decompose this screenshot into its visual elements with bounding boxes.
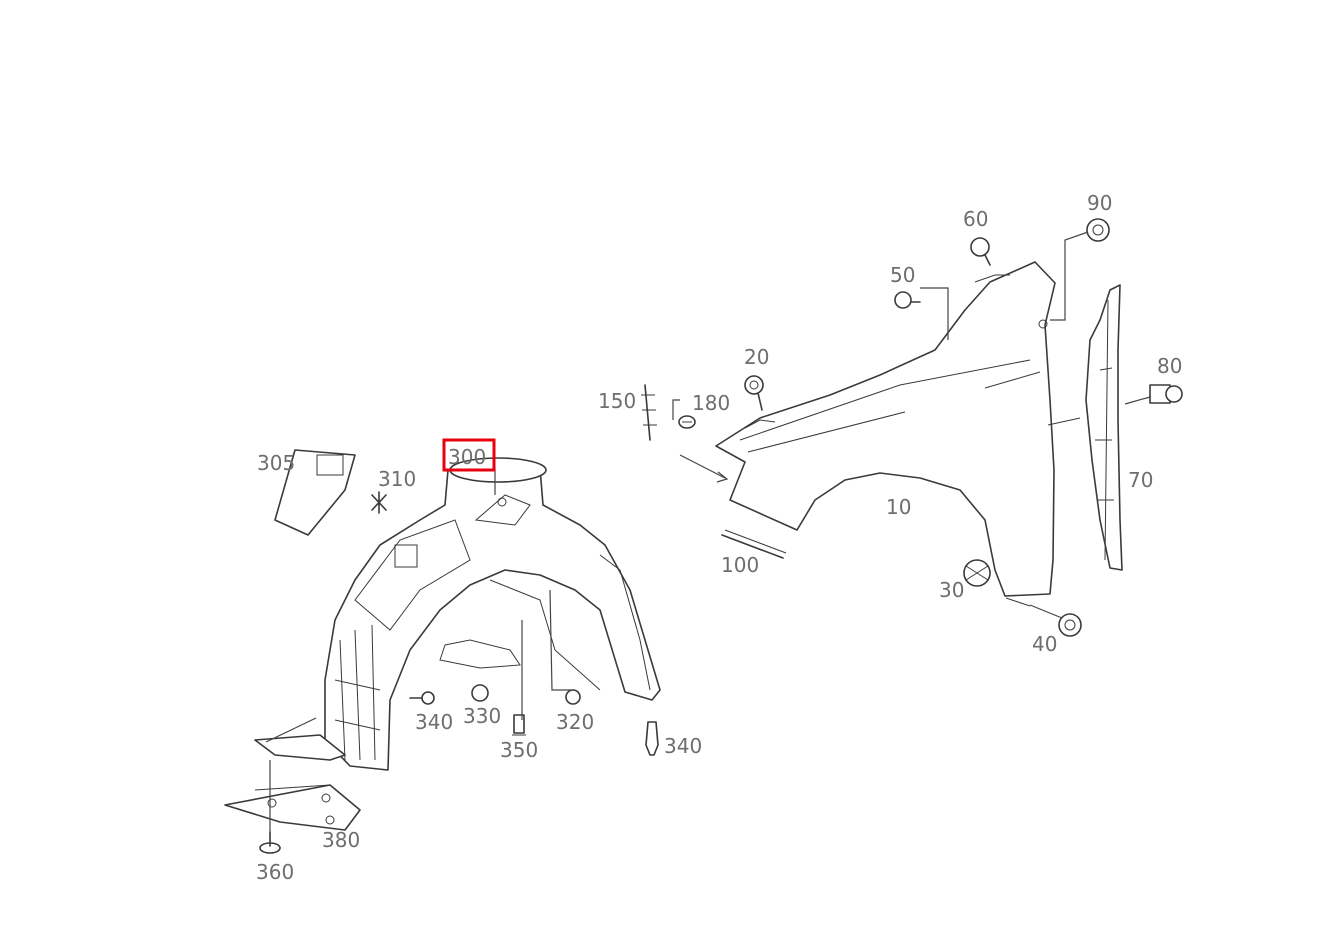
callout-320[interactable]: 320 (556, 710, 594, 734)
callout-340-right[interactable]: 340 (664, 734, 702, 758)
wheel-arch-liner[interactable] (324, 457, 661, 771)
fender-panel[interactable] (715, 261, 1081, 607)
bolt-50[interactable] (894, 291, 921, 309)
clip-320[interactable] (565, 689, 581, 705)
grommet-30[interactable] (963, 559, 991, 587)
selection-highlight-box (442, 438, 496, 472)
underbody-bracket[interactable] (254, 734, 346, 761)
callout-20[interactable]: 20 (744, 345, 769, 369)
callout-300-selected[interactable]: 300 (442, 438, 496, 472)
bolt-60[interactable] (970, 237, 991, 266)
clip-80[interactable] (1149, 384, 1183, 404)
callout-300[interactable]: 300 (448, 445, 486, 469)
callout-60[interactable]: 60 (963, 207, 988, 231)
callout-310[interactable]: 310 (378, 467, 416, 491)
callout-350[interactable]: 350 (500, 738, 538, 762)
clip-340-left[interactable] (409, 691, 435, 705)
callout-80[interactable]: 80 (1157, 354, 1182, 378)
callout-30[interactable]: 30 (939, 578, 964, 602)
callout-380[interactable]: 380 (322, 828, 360, 852)
clip-180[interactable] (678, 415, 696, 429)
clip-350[interactable] (512, 714, 526, 736)
callout-330[interactable]: 330 (463, 704, 501, 728)
callout-150[interactable]: 150 (598, 389, 636, 413)
liner-cover-305[interactable] (274, 449, 356, 536)
clip-340-right[interactable] (645, 721, 659, 756)
callout-90[interactable]: 90 (1087, 191, 1112, 215)
screw-20[interactable] (744, 375, 764, 411)
callout-100[interactable]: 100 (721, 553, 759, 577)
bolt-150[interactable] (641, 384, 657, 441)
clip-310[interactable] (371, 491, 387, 514)
callout-50[interactable]: 50 (890, 263, 915, 287)
screw-360[interactable] (259, 831, 281, 854)
leader-lines (265, 231, 1151, 832)
nut-90[interactable] (1086, 218, 1110, 242)
fender-trim-strip[interactable] (721, 529, 787, 559)
clip-330[interactable] (471, 684, 489, 702)
fender-bracket[interactable] (1085, 284, 1123, 571)
callout-360[interactable]: 360 (256, 860, 294, 884)
callout-180[interactable]: 180 (692, 391, 730, 415)
callout-40[interactable]: 40 (1032, 632, 1057, 656)
callout-70[interactable]: 70 (1128, 468, 1153, 492)
underbody-panel-380[interactable] (224, 784, 361, 831)
direction-arrow (679, 454, 729, 483)
callout-labels: 10 20 30 40 50 60 70 80 90 100 150 180 3… (256, 191, 1182, 884)
callout-340-left[interactable]: 340 (415, 710, 453, 734)
callout-305[interactable]: 305 (257, 451, 295, 475)
nut-40[interactable] (1058, 613, 1082, 637)
callout-10[interactable]: 10 (886, 495, 911, 519)
